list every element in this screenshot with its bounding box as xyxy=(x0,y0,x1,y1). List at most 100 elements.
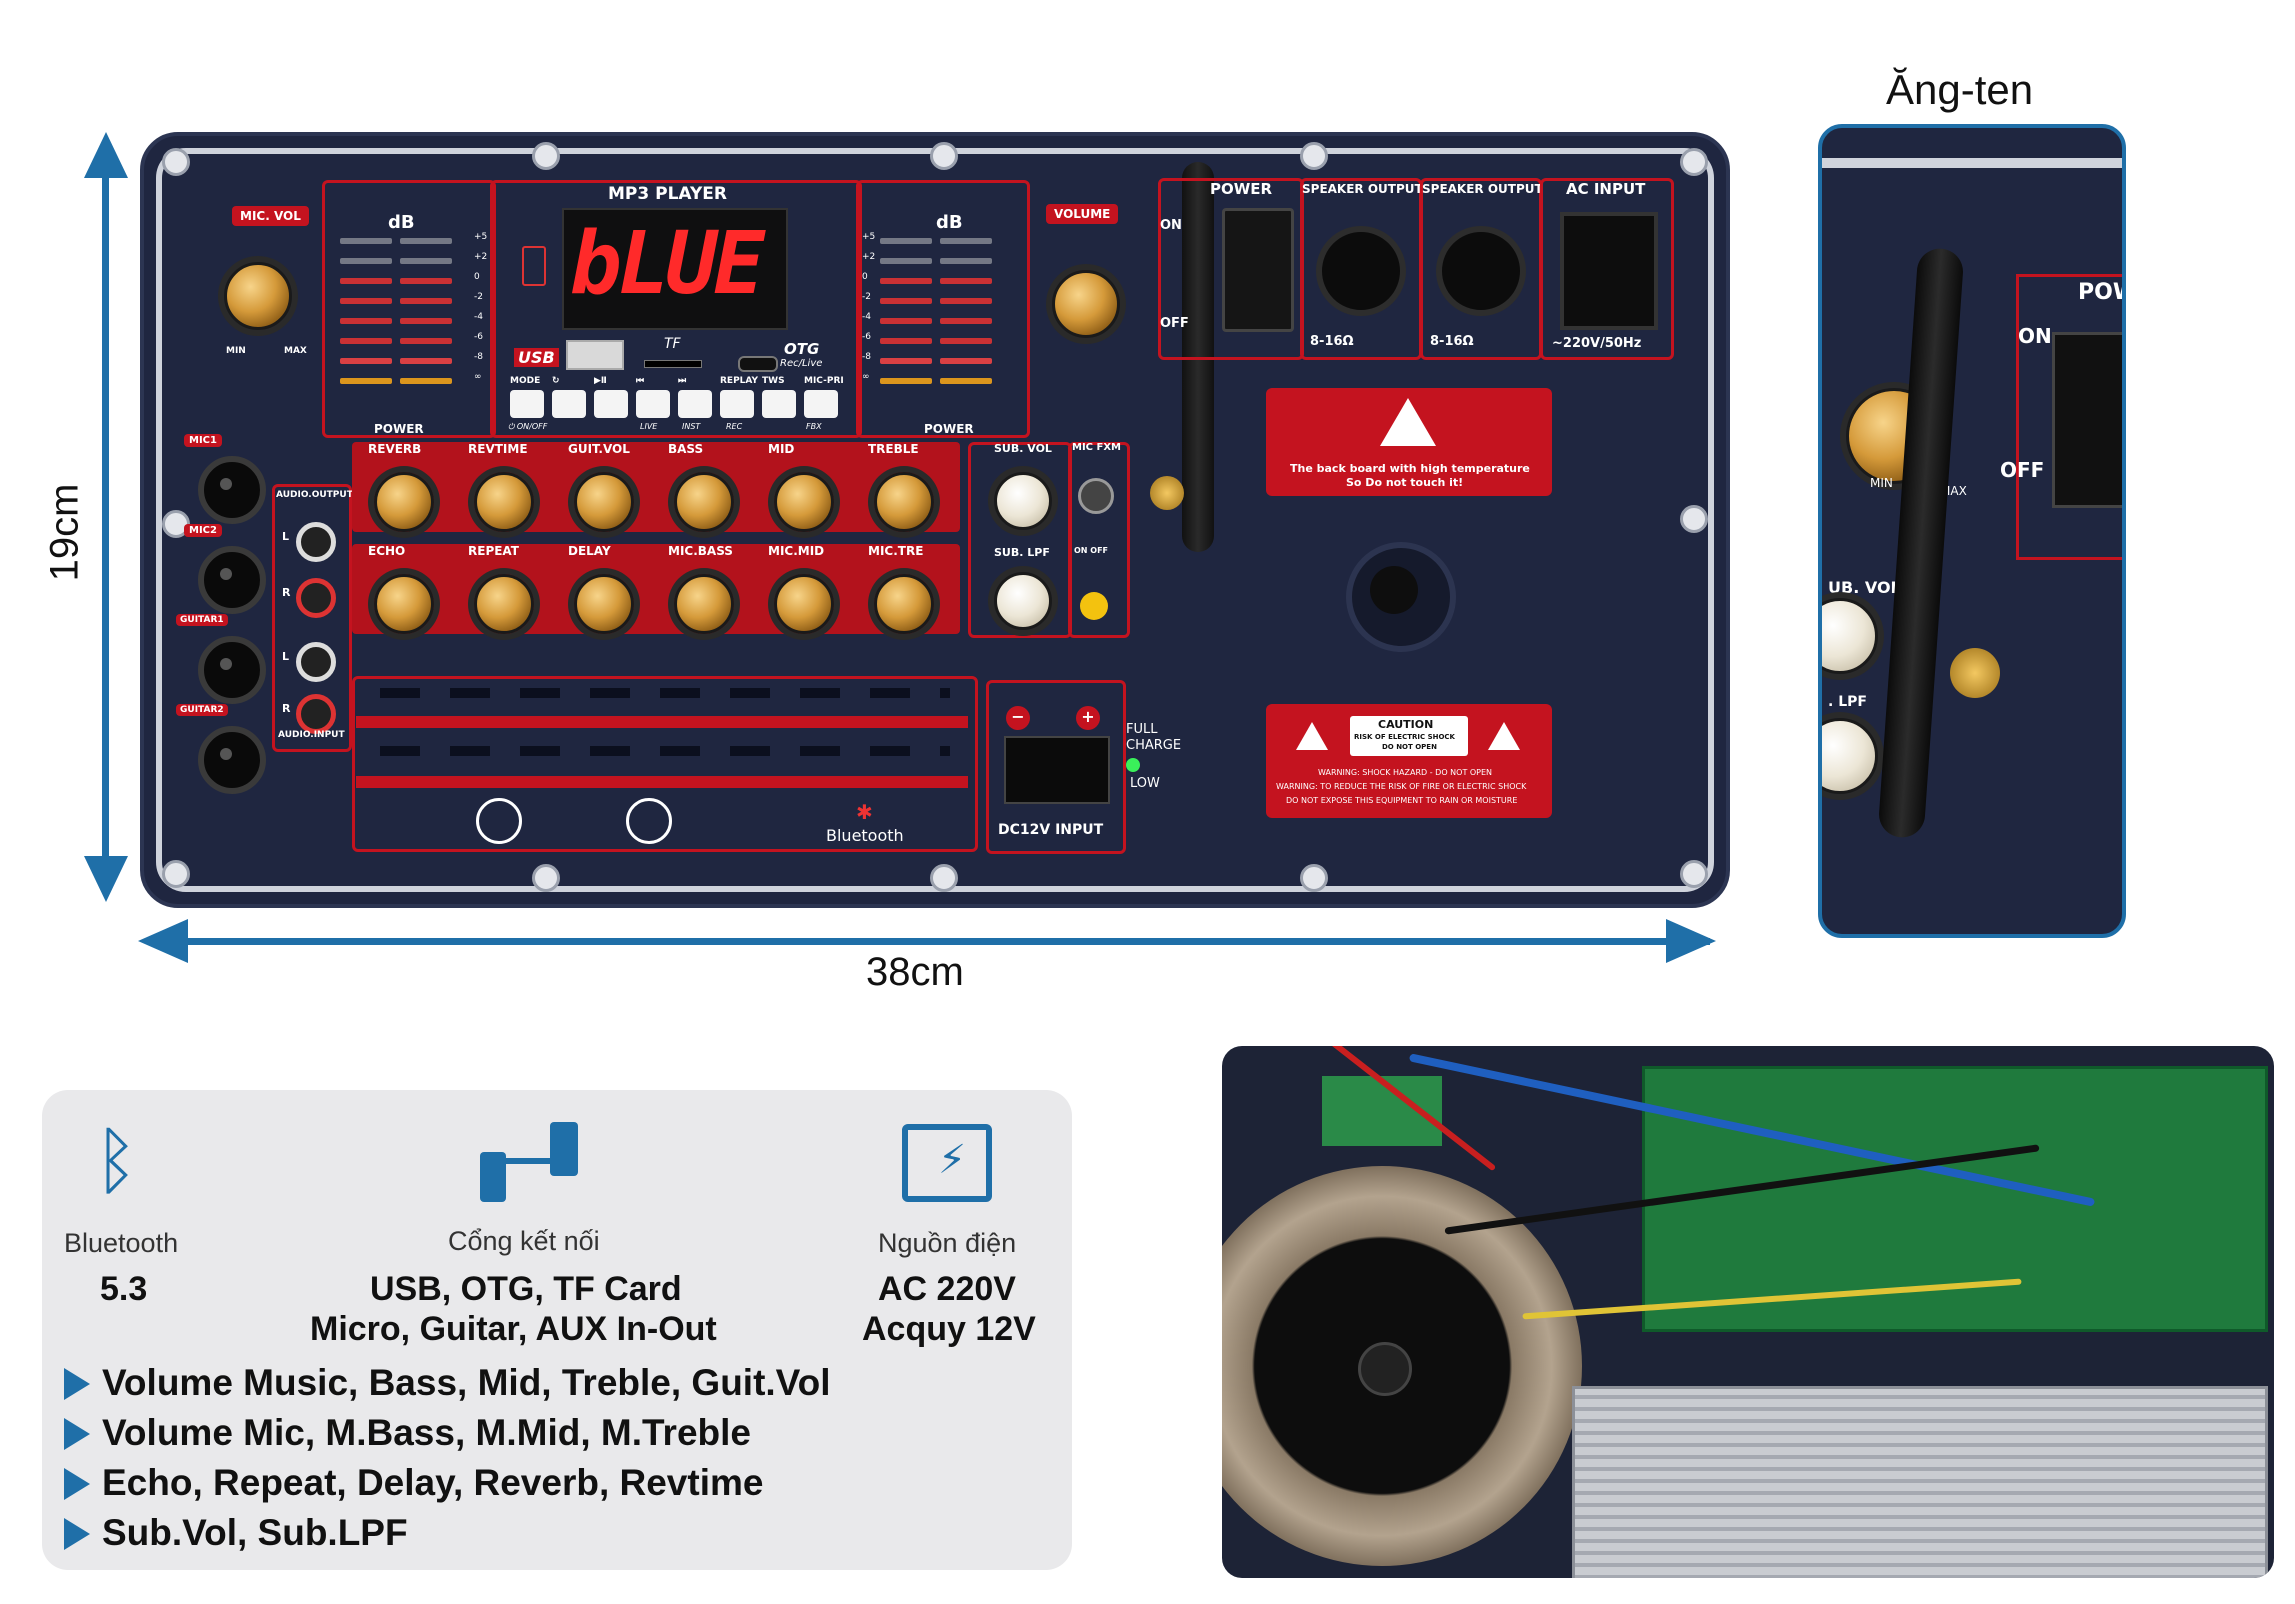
bluetooth-spec-icon: ᛒ xyxy=(94,1118,139,1204)
mp3-button-sub-label: ⏻ ON/OFF xyxy=(508,422,548,431)
knob-label: MIC.BASS xyxy=(668,544,733,558)
power-spec-value-line1: AC 220V xyxy=(878,1270,1016,1308)
feature-item: Sub.Vol, Sub.LPF xyxy=(102,1512,408,1553)
mp3-button[interactable] xyxy=(762,390,796,418)
on-label: ON xyxy=(1160,218,1182,233)
sub-lpf-knob[interactable] xyxy=(994,572,1052,630)
volume-knob[interactable] xyxy=(1052,270,1120,338)
mp3-button[interactable] xyxy=(510,390,544,418)
ac-input-label: AC INPUT xyxy=(1566,180,1646,198)
audio-out-r-rca[interactable] xyxy=(296,578,336,618)
bass-knob[interactable] xyxy=(674,472,734,532)
guitar1-label: GUITAR1 xyxy=(176,614,228,626)
dc-terminal-block[interactable] xyxy=(1004,736,1110,804)
meter-scale-label: -8 xyxy=(862,352,871,362)
guitar2-jack[interactable] xyxy=(198,726,266,794)
bluetooth-label: Bluetooth xyxy=(826,826,904,845)
mp3-button-sub-label: FBX xyxy=(806,422,822,431)
bolt-head xyxy=(1370,566,1418,614)
mic2-jack[interactable] xyxy=(198,546,266,614)
usb-cable-icon xyxy=(476,1118,586,1208)
dc-input-box xyxy=(986,680,1126,854)
mid-knob[interactable] xyxy=(774,472,834,532)
delay-knob[interactable] xyxy=(574,574,634,634)
guitar1-jack[interactable] xyxy=(198,636,266,704)
mic-tre-knob[interactable] xyxy=(874,574,934,634)
meter-bar xyxy=(400,318,452,324)
inset-min-label: MIN xyxy=(1870,476,1893,490)
mic-mid-knob[interactable] xyxy=(774,574,834,634)
mic-vol-knob[interactable] xyxy=(224,262,292,330)
meter-scale-label: -4 xyxy=(862,312,871,322)
power-rocker-switch[interactable] xyxy=(1222,208,1294,332)
speaker-output-1-jack[interactable] xyxy=(1316,226,1406,316)
ac-input-socket[interactable] xyxy=(1560,212,1658,330)
audio-in-l-rca[interactable] xyxy=(296,642,336,682)
internal-board-photo xyxy=(1222,1046,2274,1578)
mp3-button[interactable] xyxy=(636,390,670,418)
repeat-knob[interactable] xyxy=(474,574,534,634)
inset-antenna-connector xyxy=(1950,648,2000,698)
meter-bar xyxy=(940,358,992,364)
l-label: L xyxy=(282,650,290,663)
power-right-label: POWER xyxy=(924,422,974,436)
meter-bar xyxy=(880,378,932,384)
knob-label: DELAY xyxy=(568,544,611,558)
feature-bullet-icon xyxy=(64,1368,90,1400)
otg-port[interactable] xyxy=(738,356,778,372)
audio-input-label: AUDIO.INPUT xyxy=(278,730,345,740)
guit-vol-knob[interactable] xyxy=(574,472,634,532)
mp3-button[interactable] xyxy=(594,390,628,418)
mic1-label: MIC1 xyxy=(184,434,222,447)
mp3-button[interactable] xyxy=(678,390,712,418)
antenna-inset: POW ON OFF MIN MAX UB. VOL . LPF xyxy=(1818,124,2126,938)
knob-row-2-strip xyxy=(352,544,960,634)
meter-bar xyxy=(340,318,392,324)
height-arrow-line xyxy=(102,160,109,880)
mic1-jack[interactable] xyxy=(198,456,266,524)
meter-scale-label: -2 xyxy=(862,292,871,302)
meter-bar xyxy=(940,318,992,324)
audio-out-l-rca[interactable] xyxy=(296,522,336,562)
mp3-button[interactable] xyxy=(804,390,838,418)
mp3-button[interactable] xyxy=(720,390,754,418)
power-spec-title: Nguồn điện xyxy=(878,1228,1017,1258)
screw xyxy=(162,148,190,176)
knob-row-1-strip xyxy=(352,442,960,532)
reverb-knob[interactable] xyxy=(374,472,434,532)
echo-knob[interactable] xyxy=(374,574,434,634)
caution-line-1: WARNING: SHOCK HAZARD - DO NOT OPEN xyxy=(1318,768,1493,777)
speaker-output-2-jack[interactable] xyxy=(1436,226,1526,316)
mp3-title: MP3 PLAYER xyxy=(608,184,727,204)
meter-bar xyxy=(880,258,932,264)
meter-bar xyxy=(340,258,392,264)
meter-bar xyxy=(340,338,392,344)
knob-label: ECHO xyxy=(368,544,406,558)
off-label: OFF xyxy=(1160,316,1189,331)
usb-port[interactable] xyxy=(566,340,624,370)
revtime-knob[interactable] xyxy=(474,472,534,532)
tf-slot[interactable] xyxy=(644,360,702,368)
treble-knob[interactable] xyxy=(874,472,934,532)
mp3-button-label: MIC-PRI xyxy=(804,376,844,386)
mp3-button[interactable] xyxy=(552,390,586,418)
sub-vol-label: SUB. VOL xyxy=(994,442,1052,455)
cable-wire xyxy=(504,1158,554,1164)
ac-rating-label: ~220V/50Hz xyxy=(1552,336,1642,351)
meter-bar xyxy=(340,378,392,384)
usb-logo: USB xyxy=(514,348,559,367)
charge-led xyxy=(1126,758,1140,772)
audio-in-r-rca[interactable] xyxy=(296,694,336,734)
meter-scale-label: 0 xyxy=(862,272,868,282)
on-off-label: ON OFF xyxy=(1074,546,1109,555)
mic-fxm-button[interactable] xyxy=(1078,478,1114,514)
ir-sensor xyxy=(522,246,546,286)
mp3-button-label: TWS xyxy=(762,376,785,386)
exclamation-triangle-icon xyxy=(1488,722,1520,750)
yellow-switch[interactable] xyxy=(1080,592,1108,620)
mic-bass-knob[interactable] xyxy=(674,574,734,634)
sub-vol-knob[interactable] xyxy=(994,472,1052,530)
meter-bar xyxy=(340,358,392,364)
inset-on-label: ON xyxy=(2018,324,2052,348)
l-label: L xyxy=(282,530,290,543)
